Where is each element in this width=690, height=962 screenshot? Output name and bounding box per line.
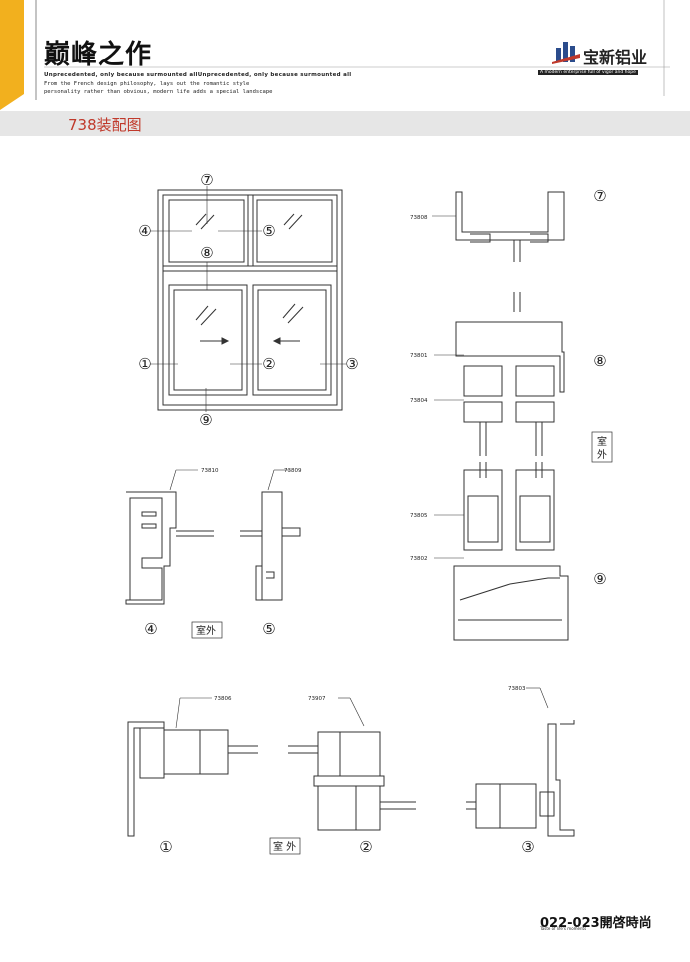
callout-7-top: ⑦ <box>200 171 213 189</box>
section-title: 738装配图 <box>68 116 142 134</box>
part-73805: 73805 <box>410 513 428 519</box>
part-73804: 73804 <box>410 398 428 404</box>
part-73907: 73907 <box>308 696 326 702</box>
callout-1-section: ① <box>159 838 172 856</box>
callout-7-right: ⑦ <box>593 187 606 205</box>
outside-label-vertical-bottom: 外 <box>597 449 607 461</box>
callout-8-mid: ⑧ <box>200 244 213 262</box>
part-73809: 73809 <box>284 468 302 474</box>
subtitle-line-1: Unprecedented, only because surmounted a… <box>44 72 352 78</box>
brand-name: 宝新铝业 <box>583 48 648 67</box>
callout-5-mid: ⑤ <box>262 222 275 240</box>
part-73808: 73808 <box>410 215 428 221</box>
section-9 <box>434 462 569 641</box>
part-73810: 73810 <box>201 468 219 474</box>
subtitle-line-2: From the French design philosophy, lays … <box>44 81 250 87</box>
callout-1-left: ① <box>138 355 151 373</box>
section-7 <box>432 191 565 262</box>
outside-label-vertical-top: 室 <box>597 435 607 448</box>
corner-accent <box>0 0 24 110</box>
footer-sub: Taste of life's moments <box>540 926 587 931</box>
part-73806: 73806 <box>214 696 232 702</box>
callout-3-right: ③ <box>345 355 358 373</box>
outside-label-bottom: 室 外 <box>273 840 296 853</box>
footer-page: 022-023開啓時尚 <box>540 916 652 931</box>
brand-tagline: A modern enterprise full of vigor and ho… <box>538 70 638 75</box>
callout-8-right: ⑧ <box>593 352 606 370</box>
section-3 <box>466 687 575 837</box>
section-2 <box>269 697 416 855</box>
callout-2-mid: ② <box>262 355 275 373</box>
subtitle-line-3: personality rather than obvious, modern … <box>44 89 273 95</box>
section-band <box>0 111 690 136</box>
section-8 <box>434 292 613 463</box>
part-73802: 73802 <box>410 556 428 562</box>
page-title: 巅峰之作 <box>44 40 153 70</box>
section-1 <box>127 697 258 837</box>
window-elevation <box>150 186 346 412</box>
callout-9-right: ⑨ <box>593 570 606 588</box>
callout-4-section: ④ <box>144 620 157 638</box>
brand-logo-icon <box>552 42 580 64</box>
callout-3-section: ③ <box>521 838 534 856</box>
outside-label-45: 室外 <box>196 624 216 637</box>
section-4-5 <box>125 469 301 639</box>
part-73801: 73801 <box>410 353 428 359</box>
callout-2-section: ② <box>359 838 372 856</box>
callout-5-section: ⑤ <box>262 620 275 638</box>
callout-4-left: ④ <box>138 222 151 240</box>
part-73803: 73803 <box>508 686 526 692</box>
callout-9-bottom: ⑨ <box>199 411 212 429</box>
